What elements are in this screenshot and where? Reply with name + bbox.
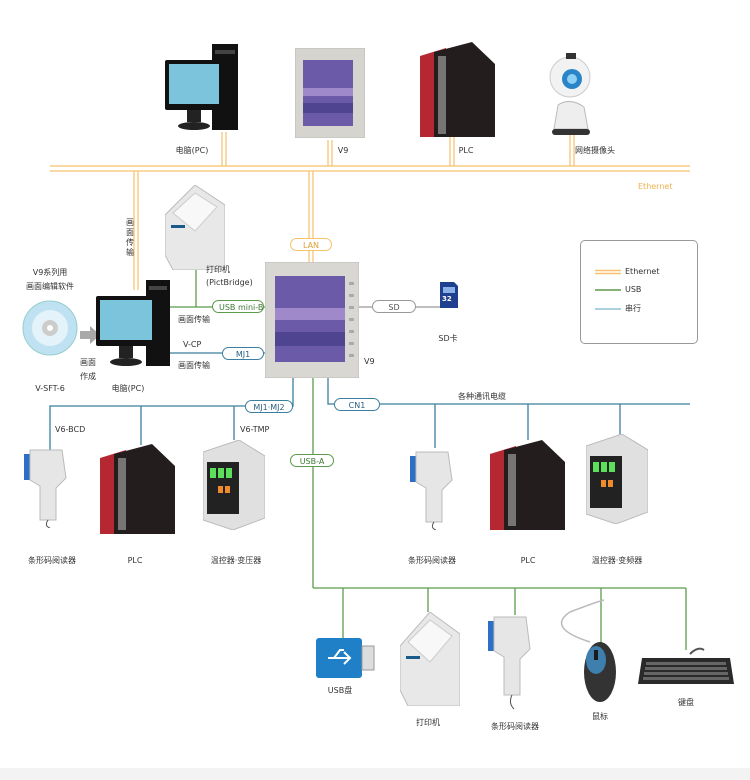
mj-barcode-label: 条形码阅读器 — [28, 556, 76, 565]
software-cd-icon — [22, 300, 78, 356]
lan-port-label: LAN — [290, 238, 332, 251]
ethernet-bus — [50, 132, 690, 290]
sd-port-label: SD — [372, 300, 416, 313]
legend-label-serial: 串行 — [625, 304, 641, 313]
legend-item-serial: 串行 — [595, 303, 641, 314]
legend-label-ethernet: Ethernet — [625, 267, 660, 276]
cn1-plc-label: PLC — [520, 556, 536, 565]
vertical-transfer-text: 画面传输 — [126, 218, 134, 257]
sd-card-label: SD卡 — [438, 334, 458, 343]
mouse-label: 鼠标 — [592, 712, 608, 721]
usb-swatch — [595, 288, 621, 291]
hmi-touchscreen-icon — [294, 47, 366, 139]
barcode-reader-icon — [408, 450, 454, 531]
sd-card-icon: 32 — [440, 282, 458, 308]
left-pc-label: 电脑(PC) — [111, 384, 145, 393]
barcode-reader-icon — [486, 615, 532, 711]
printer-pictbridge-label-1: 打印机 — [206, 265, 230, 274]
legend-item-ethernet: Ethernet — [595, 267, 659, 276]
legend-item-usb: USB — [595, 285, 641, 294]
cn1-branch-caption: 各种通讯电缆 — [458, 392, 506, 401]
mj1-mj2-port-label: MJ1·MJ2 — [245, 400, 293, 413]
barcode-reader-icon — [22, 448, 68, 529]
mj1-port-label: MJ1 — [222, 347, 264, 360]
temperature-controller-icon — [202, 439, 266, 531]
v6-bcd-tag: V6-BCD — [55, 425, 86, 434]
top-plc-label: PLC — [458, 146, 474, 155]
plc-icon — [490, 440, 565, 530]
cn1-temp-controller-label: 温控器·变频器 — [591, 556, 643, 565]
center-v9-label: V9 — [364, 357, 375, 366]
keyboard-label: 键盘 — [678, 698, 694, 707]
desktop-pc-icon — [96, 280, 170, 370]
arrow-caption-2: 作成 — [80, 372, 96, 381]
ethernet-bus-label: Ethernet — [638, 182, 673, 191]
mj-temp-controller-label: 温控器·变压器 — [210, 556, 262, 565]
bottom-band — [0, 768, 750, 780]
legend-label-usb: USB — [625, 285, 642, 294]
ethernet-swatch — [595, 269, 621, 274]
mj1-transfer-text: 画面传输 — [178, 361, 210, 370]
serial-wires — [49, 352, 690, 450]
software-name: V-SFT-6 — [35, 384, 65, 393]
desktop-pc-icon — [165, 42, 240, 134]
vcp-label: V-CP — [183, 340, 202, 349]
keyboard-icon — [638, 644, 734, 686]
webcam-label: 网络摄像头 — [575, 146, 615, 155]
webcam-icon — [548, 45, 593, 137]
usb-printer-label: 打印机 — [416, 718, 440, 727]
usb-a-port-label: USB-A — [290, 454, 334, 467]
top-pc-label: 电脑(PC) — [175, 146, 209, 155]
cn1-barcode-label: 条形码阅读器 — [408, 556, 456, 565]
temperature-controller-icon — [585, 433, 649, 525]
arrow-right-icon — [80, 326, 100, 344]
usb-transfer-text: 画面传输 — [178, 315, 210, 324]
usb-barcode-label: 条形码阅读器 — [491, 722, 539, 731]
mj-plc-label: PLC — [127, 556, 143, 565]
v6-tmp-tag: V6-TMP — [240, 425, 270, 434]
sd-card-capacity: 32 — [442, 295, 452, 303]
hmi-touchscreen-icon — [264, 261, 360, 379]
printer-icon — [399, 611, 461, 707]
printer-icon — [164, 184, 226, 271]
printer-pictbridge-label-2: (PictBridge) — [206, 278, 253, 287]
mouse-icon — [556, 598, 618, 706]
software-title-2: 画面编辑软件 — [26, 282, 74, 291]
usb-drive-icon — [316, 638, 376, 678]
plc-icon — [420, 42, 495, 137]
plc-icon — [100, 444, 175, 534]
legend: Ethernet USB 串行 — [580, 240, 698, 344]
top-v9-label: V9 — [337, 146, 349, 155]
cn1-port-label: CN1 — [334, 398, 380, 411]
software-title-1: V9系列用 — [32, 268, 68, 277]
usb-drive-label: USB盘 — [327, 686, 353, 695]
arrow-caption-1: 画面 — [80, 358, 96, 367]
usb-mini-b-port-label: USB mini-B — [212, 300, 264, 313]
serial-swatch — [595, 307, 621, 310]
